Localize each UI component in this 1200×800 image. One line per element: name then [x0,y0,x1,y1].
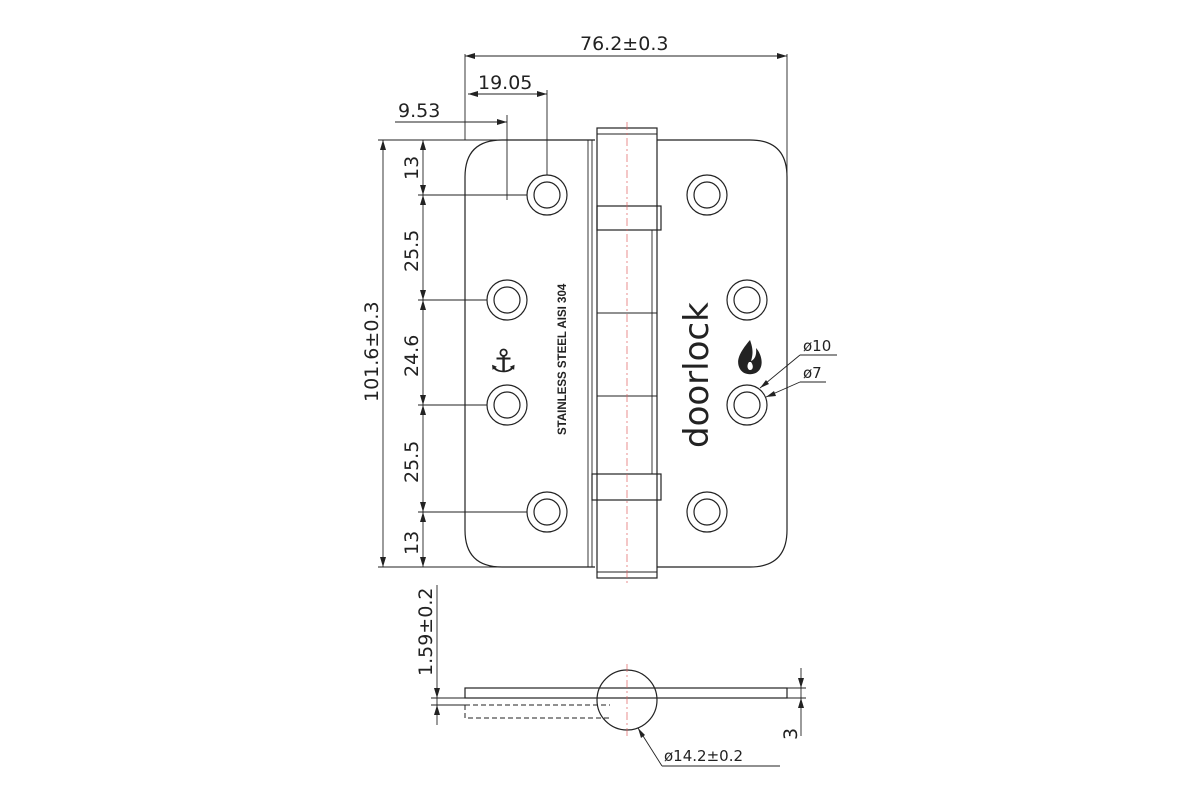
leaf-thickness-label: 1.59±0.2 [415,588,437,676]
brand-logo-text: doorlock [677,302,717,448]
dim-offset-inner: 9.53 [395,100,508,200]
offset-outer-label: 19.05 [478,72,532,94]
hole-right-2 [726,279,768,321]
hole-right-4 [686,491,728,533]
flame-icon [738,340,762,375]
screw-holes [486,174,768,533]
left-leaf-outline [464,139,595,568]
dim-height: 101.6±0.3 [361,139,502,568]
width-label: 76.2±0.3 [580,33,668,55]
spacing-label-4: 25.5 [401,441,423,483]
dim-countersink: ø10 ø7 [759,337,837,398]
knuckle-barrel [587,122,662,584]
side-view [464,664,788,736]
spacing-label-2: 25.5 [401,230,423,272]
hole-right-3 [726,384,768,426]
dim-knuckle-diameter: ø14.2±0.2 [637,727,780,767]
hole-left-3 [486,384,528,426]
dim-closed-thickness: 3 [780,668,806,740]
spacing-label-1: 13 [401,156,423,180]
material-text: STAINLESS STEEL AISI 304 [557,283,569,435]
hole-left-4 [526,491,568,533]
right-leaf-outline [657,139,788,568]
knuckle-diameter-label: ø14.2±0.2 [664,747,743,765]
hole-left-1 [526,174,568,216]
spacing-label-5: 13 [401,531,423,555]
dim-hole-spacing: 13 25.5 24.6 25.5 13 [401,140,527,567]
countersink-outer-label: ø10 [803,337,831,355]
closed-thickness-label: 3 [780,728,802,740]
countersink-inner-label: ø7 [803,364,822,382]
hole-left-2 [486,279,528,321]
svg-text:⚓: ⚓ [489,342,518,380]
dim-leaf-thickness: 1.59±0.2 [415,585,465,725]
dim-width: 76.2±0.3 [464,33,788,177]
height-label: 101.6±0.3 [361,301,383,402]
offset-inner-label: 9.53 [398,100,440,122]
spacing-label-3: 24.6 [401,335,423,377]
dim-offset-outer: 19.05 [468,72,548,175]
hole-right-1 [686,174,728,216]
anchor-icon: ⚓ [489,342,518,380]
